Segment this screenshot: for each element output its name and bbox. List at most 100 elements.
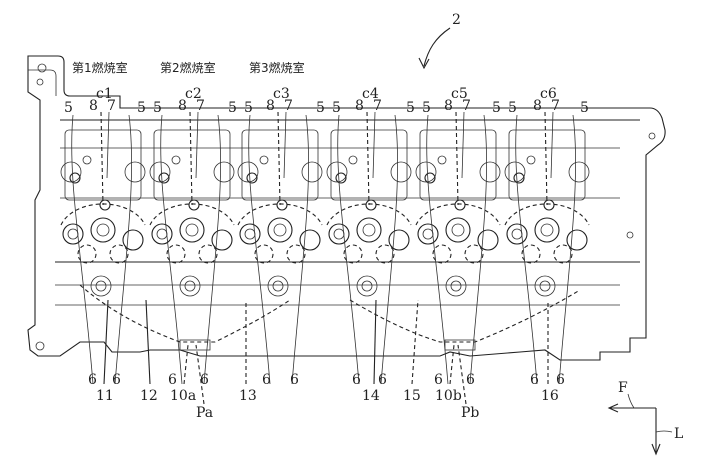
lower-boss: [267, 275, 289, 297]
port-ring: [534, 217, 560, 243]
cam-boss: [124, 161, 146, 183]
label-5: 5: [580, 100, 589, 116]
exhaust-port: [375, 244, 395, 264]
cylinder-label-c3: c3: [273, 86, 290, 102]
leader-8: [189, 111, 193, 206]
flow-line: [558, 114, 577, 385]
exhaust-port: [553, 244, 573, 264]
cam-boss: [213, 161, 235, 183]
flow-line: [248, 114, 271, 385]
label-6: 6: [290, 372, 299, 388]
cam-boss: [326, 161, 348, 183]
flow-line: [160, 114, 183, 385]
head-outline: [27, 55, 666, 361]
bolt: [171, 155, 181, 165]
label-5: 5: [422, 100, 431, 116]
label-6: 6: [352, 372, 361, 388]
cam-boss: [237, 161, 259, 183]
bolt: [348, 155, 358, 165]
flow-line: [71, 114, 94, 385]
cylinder-group: [60, 111, 590, 385]
label-7: 7: [284, 98, 293, 114]
bolt-hole: [626, 231, 634, 239]
port-ring: [388, 229, 410, 251]
exhaust-port: [432, 244, 452, 264]
left-leader: [655, 430, 673, 433]
flow-line: [337, 114, 360, 385]
port-ring: [445, 217, 471, 243]
label-6: 6: [466, 372, 475, 388]
label-6: 6: [112, 372, 121, 388]
plug-hole: [365, 199, 377, 211]
label-5: 5: [316, 100, 325, 116]
plug-hole: [543, 199, 555, 211]
direction-front-label: F: [618, 380, 628, 396]
flow-line: [426, 114, 449, 385]
exhaust-port: [286, 244, 306, 264]
leader-7: [106, 111, 110, 179]
plug-hole: [99, 199, 111, 211]
port-ring: [151, 223, 173, 245]
cam-boss: [149, 161, 171, 183]
plug-hole: [276, 199, 288, 211]
label-6: 6: [530, 372, 539, 388]
bolt: [437, 155, 447, 165]
leader-8: [366, 111, 370, 206]
label-5: 5: [153, 100, 162, 116]
label-7: 7: [551, 98, 560, 114]
plug-hole: [188, 199, 200, 211]
exhaust-port: [254, 244, 274, 264]
chamber-label-1: 第1燃焼室: [72, 60, 128, 75]
lower-boss-core: [95, 280, 107, 292]
label-5: 5: [244, 100, 253, 116]
valve: [69, 172, 81, 184]
leader-7: [461, 111, 465, 179]
cam-boss: [568, 161, 590, 183]
port-ring: [299, 229, 321, 251]
direction-indicator: F L: [607, 380, 683, 456]
valve: [424, 172, 436, 184]
leader-8: [455, 111, 459, 206]
flow-line: [203, 114, 222, 385]
leader-7: [372, 111, 376, 179]
reference-arrowhead: [418, 57, 430, 70]
label-8: 8: [355, 98, 364, 114]
port-core: [362, 223, 376, 237]
port-ring: [506, 223, 528, 245]
port-ring: [566, 229, 588, 251]
cam-boss: [415, 161, 437, 183]
manifold-10a: [79, 284, 291, 343]
chamber-label-3: 第3燃焼室: [249, 60, 305, 75]
exhaust-port: [343, 244, 363, 264]
label-11: 11: [96, 388, 114, 404]
label-5: 5: [64, 100, 73, 116]
port-core: [422, 228, 434, 240]
port-core: [511, 228, 523, 240]
label-10a: 10a: [170, 388, 196, 404]
lower-boss-core: [272, 280, 284, 292]
chamber-arc: [326, 203, 412, 226]
label-13: 13: [239, 388, 257, 404]
label-5: 5: [228, 100, 237, 116]
flow-line: [469, 114, 488, 385]
chamber-arc: [149, 203, 235, 226]
port-ring: [179, 217, 205, 243]
cam-boss: [504, 161, 526, 183]
port-core: [156, 228, 168, 240]
outlet-Pb: [444, 339, 476, 351]
exhaust-port: [198, 244, 218, 264]
bottom-leaders: [103, 299, 549, 405]
lower-boss-core: [450, 280, 462, 292]
manifold-10b: [349, 289, 581, 343]
port-core: [96, 223, 110, 237]
port-ring: [477, 229, 499, 251]
lower-boss-core: [539, 280, 551, 292]
label-7: 7: [373, 98, 382, 114]
bolt-hole: [35, 341, 45, 351]
port-ring: [328, 223, 350, 245]
cylinder-label-c1: c1: [96, 86, 113, 102]
cylinder-labels: c1 c2 c3 c4 c5 c6: [96, 86, 557, 102]
